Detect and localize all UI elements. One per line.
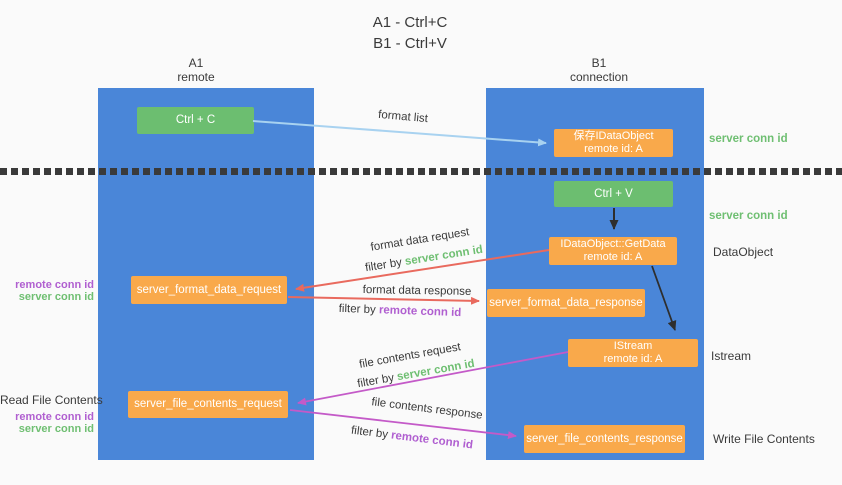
- column-b1-subtitle: connection: [569, 70, 629, 84]
- server-format-data-request-label: server_format_data_request: [136, 283, 282, 296]
- istream-line2: remote id: A: [603, 353, 663, 365]
- filter-by-text: filter by: [338, 302, 380, 317]
- label-read-file-contents: Read File Contents: [0, 393, 103, 407]
- label-remote-conn-id-format: remote conn id: [15, 279, 94, 291]
- server-file-contents-request-label: server_file_contents_request: [134, 398, 282, 410]
- diagram-title: A1 - Ctrl+C B1 - Ctrl+V: [310, 12, 510, 54]
- label-server-conn-id-format: server conn id: [18, 291, 94, 303]
- column-a1-name: A1: [188, 56, 204, 70]
- column-header-a1: A1 remote: [136, 56, 256, 84]
- session-divider: [0, 168, 842, 175]
- label-dataobject: DataObject: [713, 245, 774, 259]
- ctrl-v-label: Ctrl + V: [594, 187, 633, 200]
- ctrl-c-box: Ctrl + C: [137, 107, 254, 134]
- ctrl-v-box: Ctrl + V: [554, 181, 673, 207]
- label-server-conn-id-top: server conn id: [709, 133, 788, 145]
- title-line-1: A1 - Ctrl+C: [372, 14, 448, 31]
- server-format-data-response-box: server_format_data_response: [487, 289, 645, 317]
- filter-by-text: filter by: [364, 256, 406, 275]
- istream-line1: IStream: [613, 340, 653, 352]
- server-file-contents-request-box: server_file_contents_request: [128, 391, 288, 418]
- server-file-contents-response-label: server_file_contents_response: [526, 432, 683, 445]
- caption-format-data-response: format data response: [362, 284, 472, 298]
- column-b1-name: B1: [591, 56, 607, 70]
- caption-format-response-filter: filter by remote conn id: [338, 303, 461, 319]
- istream-box: IStream remote id: A: [568, 339, 698, 367]
- getdata-line2: remote id: A: [583, 251, 643, 263]
- label-istream: Istream: [711, 349, 752, 363]
- caption-format-list: format list: [377, 108, 429, 126]
- server-format-data-request-box: server_format_data_request: [131, 276, 287, 304]
- filter-by-text: filter by: [350, 424, 392, 442]
- save-dataobject-box: 保存IDataObject remote id: A: [554, 129, 673, 157]
- remote-conn-id-text: remote conn id: [378, 304, 462, 320]
- label-remote-conn-id-file: remote conn id: [15, 411, 94, 423]
- getdata-box: IDataObject::GetData remote id: A: [549, 237, 677, 265]
- server-conn-id-text: server conn id: [404, 243, 484, 268]
- getdata-line1: IDataObject::GetData: [560, 238, 666, 250]
- caption-file-response-filter: filter by remote conn id: [350, 425, 473, 452]
- label-server-conn-id-file: server conn id: [18, 423, 94, 435]
- save-dataobject-line2: remote id: A: [584, 143, 643, 155]
- label-write-file-contents: Write File Contents: [713, 432, 815, 446]
- caption-file-contents-response: file contents response: [370, 396, 484, 422]
- label-server-conn-id-mid: server conn id: [709, 210, 788, 222]
- title-line-2: B1 - Ctrl+V: [373, 35, 447, 52]
- column-header-b1: B1 connection: [539, 56, 659, 84]
- server-format-data-response-label: server_format_data_response: [489, 296, 643, 309]
- save-dataobject-line1: 保存IDataObject: [573, 130, 654, 142]
- column-a1-subtitle: remote: [177, 70, 215, 84]
- filter-by-text: filter by: [356, 371, 399, 391]
- ctrl-c-label: Ctrl + C: [175, 114, 216, 126]
- server-file-contents-response-box: server_file_contents_response: [524, 425, 685, 453]
- remote-conn-id-text: remote conn id: [390, 429, 474, 452]
